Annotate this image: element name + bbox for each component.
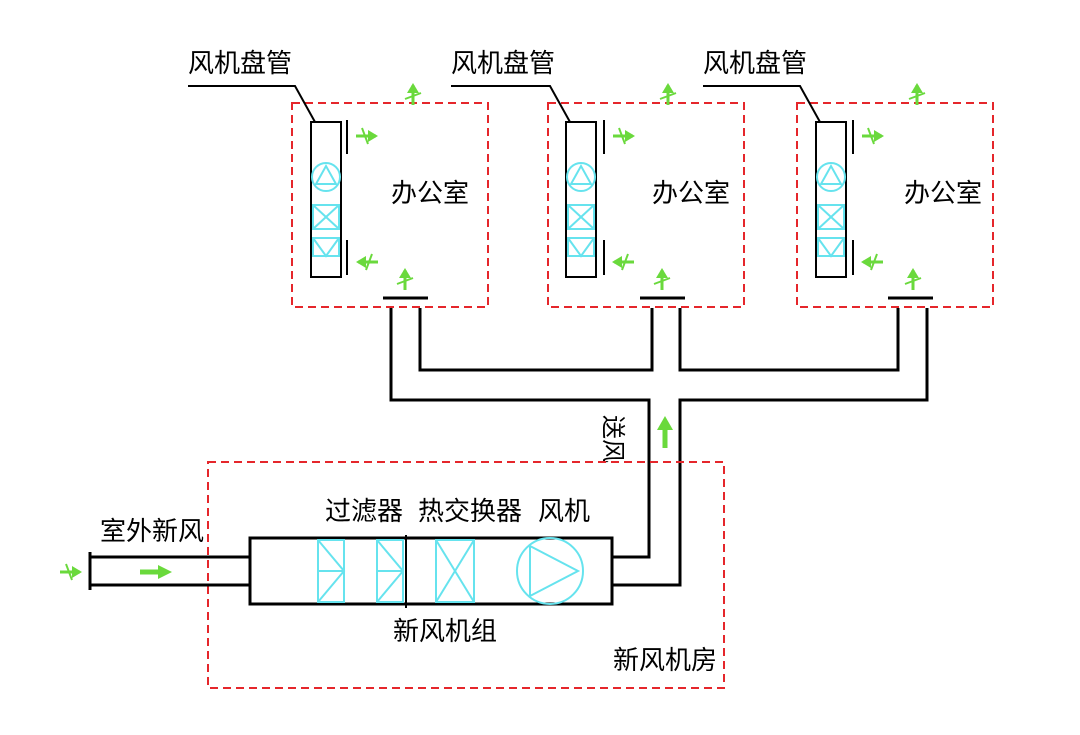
- office-room-1: 风机盘管 办公室: [188, 49, 489, 308]
- supply-air-arrow-icon: [657, 416, 673, 448]
- fan-icon: [816, 162, 846, 192]
- fan-coil-label: 风机盘管: [451, 49, 555, 79]
- office-boundary: [291, 102, 489, 308]
- fan-icon: [311, 162, 341, 192]
- fan-coil-unit: [310, 121, 342, 278]
- heat-exchanger-label: 热交换器: [418, 497, 522, 527]
- filter-icon: [567, 204, 595, 258]
- outdoor-air-label: 室外新风: [100, 517, 204, 547]
- supply-duct: [389, 308, 929, 587]
- heat-exchanger-icon: [435, 539, 475, 603]
- plant-room-label: 新风机房: [613, 646, 717, 676]
- fresh-air-unit-housing: [248, 536, 614, 606]
- supply-air-label: 送风: [599, 415, 627, 463]
- office-room-2: 风机盘管 办公室: [451, 49, 745, 308]
- leader-line: [451, 85, 571, 123]
- fan-label: 风机: [538, 497, 590, 527]
- office-label: 办公室: [904, 179, 982, 209]
- outdoor-intake-duct: [58, 552, 252, 590]
- office-label: 办公室: [391, 179, 469, 209]
- office-label: 办公室: [652, 179, 730, 209]
- filter-icon: [376, 535, 407, 608]
- plant-room-boundary: [207, 461, 725, 689]
- fresh-air-unit-label: 新风机组: [393, 617, 497, 647]
- leader-line: [188, 85, 316, 123]
- office-boundary: [547, 102, 745, 308]
- filter-icon: [817, 204, 845, 258]
- filter-label: 过滤器: [325, 497, 403, 527]
- intake-flow-arrow-icon: [140, 565, 172, 579]
- fan-coil-label: 风机盘管: [188, 49, 292, 79]
- filter-icon: [312, 204, 340, 258]
- fan-coil-label: 风机盘管: [703, 49, 807, 79]
- office-room-3: 风机盘管 办公室: [703, 49, 994, 308]
- fan-icon: [516, 537, 584, 605]
- fan-coil-unit: [815, 121, 847, 278]
- filter-icon: [317, 539, 346, 603]
- fan-coil-unit: [565, 121, 597, 278]
- fan-icon: [566, 162, 596, 192]
- office-boundary: [796, 102, 994, 308]
- leader-line: [703, 85, 821, 123]
